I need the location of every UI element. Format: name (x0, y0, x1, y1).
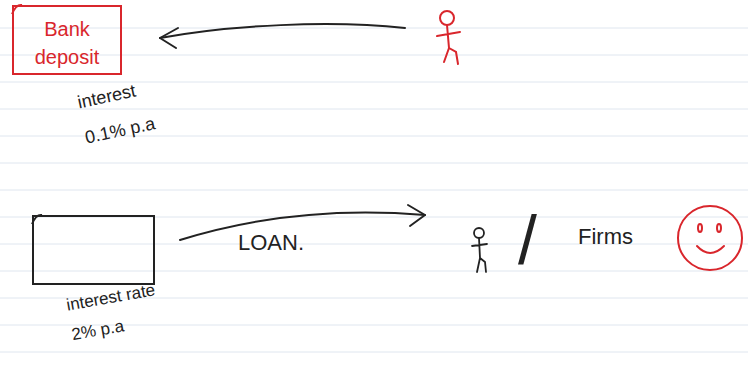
ruled-line (0, 190, 748, 191)
loan-label: LOAN. (238, 232, 304, 254)
ruled-line (0, 352, 748, 353)
box-title: Bank deposit (14, 15, 120, 71)
figure-body (472, 238, 487, 272)
face-outline (678, 206, 742, 270)
person-figure (437, 11, 460, 64)
firms-label: Firms (578, 226, 633, 248)
arrow-head (408, 205, 425, 226)
figure-head (474, 228, 484, 238)
ruled-line (0, 28, 748, 29)
ruled-lines (0, 28, 748, 352)
ruled-line (0, 55, 748, 56)
ruled-line (0, 244, 748, 245)
ruled-line (0, 163, 748, 164)
arrow-line (160, 24, 405, 38)
deposit-box: Bank depositinterest 0.1% p.a (12, 5, 122, 75)
interest-note: interest rate 2% p.a (64, 274, 173, 350)
face-eye (698, 224, 702, 232)
figure-head (440, 11, 454, 25)
smiley-face (678, 206, 742, 270)
figure-body (437, 25, 460, 64)
ruled-line (0, 271, 748, 272)
arrow-head (160, 28, 178, 48)
face-eye (717, 224, 721, 232)
face-mouth (697, 246, 724, 253)
interest-note: interest 0.1% p.a (74, 65, 182, 155)
separator-slash: / (518, 206, 537, 274)
loan-box: interest rate 2% p.a (32, 215, 155, 285)
person-figure (472, 228, 487, 272)
deposit-arrow (160, 24, 405, 48)
